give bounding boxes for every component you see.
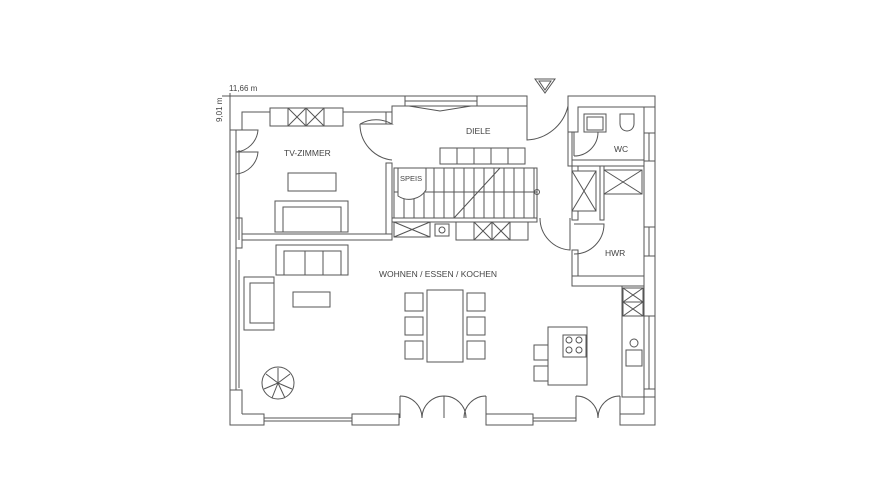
speis-pantry	[397, 167, 427, 200]
depth-dimension: 9,01 m	[215, 97, 224, 122]
room-label-wc: WC	[614, 144, 628, 154]
room-label-speis: SPEIS	[400, 174, 422, 183]
doors	[235, 96, 621, 419]
interior-walls	[235, 111, 645, 287]
dimension-marks	[222, 93, 231, 99]
room-label-tv: TV-ZIMMER	[284, 148, 331, 158]
room-label-diele: DIELE	[466, 126, 491, 136]
entrance-arrow-icon	[534, 78, 556, 94]
width-dimension: 11,66 m	[229, 84, 258, 93]
furniture	[243, 107, 645, 400]
room-label-wohnen: WOHNEN / ESSEN / KOCHEN	[379, 269, 497, 279]
room-label-hwr: HWR	[605, 248, 625, 258]
